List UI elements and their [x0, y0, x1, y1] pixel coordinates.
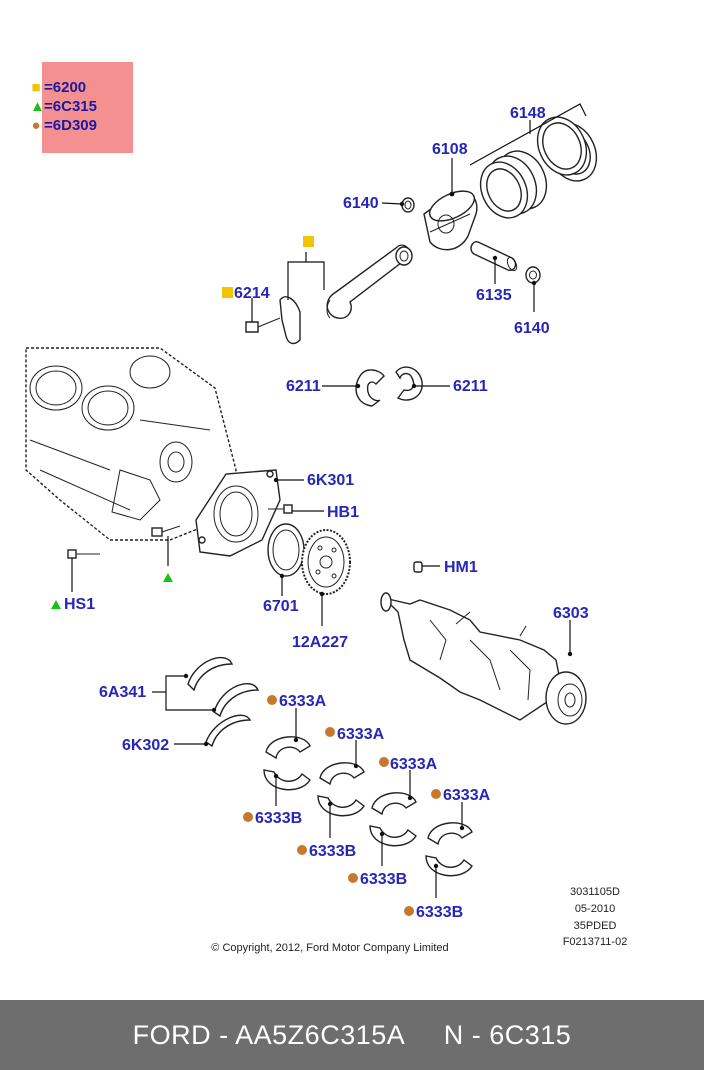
ref-date: 05-2010: [575, 903, 615, 915]
ref-figure: F0213711-02: [563, 936, 628, 948]
label-6211-left: 6211: [286, 378, 321, 395]
legend-item-6c315: ▲=6C315: [30, 98, 97, 115]
label-6135: 6135: [476, 287, 512, 304]
sensor-ring-drawing: [301, 529, 351, 595]
bracket-6A341: [165, 675, 214, 711]
label-6148: 6148: [510, 105, 546, 122]
crankshaft-drawing: [380, 592, 587, 725]
circle-icon: [243, 812, 253, 822]
triangle-icon: ▲: [30, 98, 45, 115]
circle-icon: [431, 789, 441, 799]
circle-icon: ●: [31, 117, 41, 134]
square-icon: ■: [31, 79, 41, 96]
circlip-drawing: [525, 266, 541, 284]
label-6333A-1: 6333A: [279, 693, 327, 710]
rod-bolt-drawing: [245, 317, 281, 333]
label-HB1: HB1: [327, 504, 359, 521]
ref-code: 3031105D: [570, 886, 620, 898]
rod-bearing-drawing: [355, 366, 423, 407]
circle-icon: [297, 845, 307, 855]
label-6701: 6701: [263, 598, 299, 615]
label-6333B-3: 6333B: [360, 871, 407, 888]
label-6108: 6108: [432, 141, 468, 158]
label-6333B-2: 6333B: [309, 843, 356, 860]
triangle-icon: [51, 600, 61, 609]
oil-seal-drawing: [267, 523, 305, 577]
legend-label: 6C315: [52, 98, 97, 115]
piston-rings-drawing: [479, 116, 598, 219]
circle-icon: [404, 906, 414, 916]
label-6140-bottom: 6140: [514, 320, 550, 337]
copyright-text: © Copyright, 2012, Ford Motor Company Li…: [211, 942, 448, 954]
label-HM1: HM1: [444, 559, 478, 576]
key-hm1-drawing: [413, 561, 423, 573]
bolt-hs1-drawing: [67, 525, 181, 559]
label-6333A-3: 6333A: [390, 756, 438, 773]
label-6333A-4: 6333A: [443, 787, 491, 804]
seal-carrier-drawing: [195, 469, 281, 557]
label-6140-top: 6140: [343, 195, 379, 212]
connecting-rod-drawing: [279, 244, 413, 345]
piston-pin-drawing: [470, 241, 518, 272]
main-bearing-drawing: [263, 736, 473, 877]
label-6K301: 6K301: [307, 472, 354, 489]
leader-6140-top: [381, 202, 403, 205]
legend-item-6200: ■=6200: [31, 79, 87, 96]
ref-engine: 35PDED: [574, 920, 617, 932]
legend-label: 6200: [52, 79, 87, 96]
legend-label: 6D309: [52, 117, 97, 134]
label-6214: 6214: [234, 285, 270, 302]
label-6333B-4: 6333B: [416, 904, 463, 921]
thrust-washer-drawing: [187, 656, 260, 748]
label-6K302: 6K302: [122, 737, 169, 754]
engine-block-drawing: [25, 347, 237, 541]
part-number-footer: FORD - AA5Z6C315A N - 6C315: [0, 1000, 704, 1070]
parts-diagram: 6148 6108 6140 6140 6135 6214: [25, 103, 628, 954]
triangle-icon: [163, 573, 173, 582]
square-icon: [222, 287, 233, 298]
bracket-6148: [469, 103, 587, 166]
legend-box: ■=6200 ▲=6C315 ●=6D309: [30, 62, 133, 153]
label-HS1: HS1: [64, 596, 95, 613]
legend-item-6d309: ●=6D309: [31, 117, 97, 134]
label-6211-right: 6211: [453, 378, 488, 395]
piston-drawing: [423, 190, 478, 251]
label-6303: 6303: [553, 605, 589, 622]
label-12A227: 12A227: [292, 634, 348, 651]
bolt-hb1-drawing: [268, 504, 293, 514]
label-6333B-1: 6333B: [255, 810, 302, 827]
square-icon: [303, 236, 314, 247]
circle-icon: [348, 873, 358, 883]
bracket-6200: [287, 261, 325, 300]
circle-icon: [379, 757, 389, 767]
label-6333A-2: 6333A: [337, 726, 385, 743]
label-6A341: 6A341: [99, 684, 146, 701]
circle-icon: [267, 695, 277, 705]
circle-icon: [325, 727, 335, 737]
